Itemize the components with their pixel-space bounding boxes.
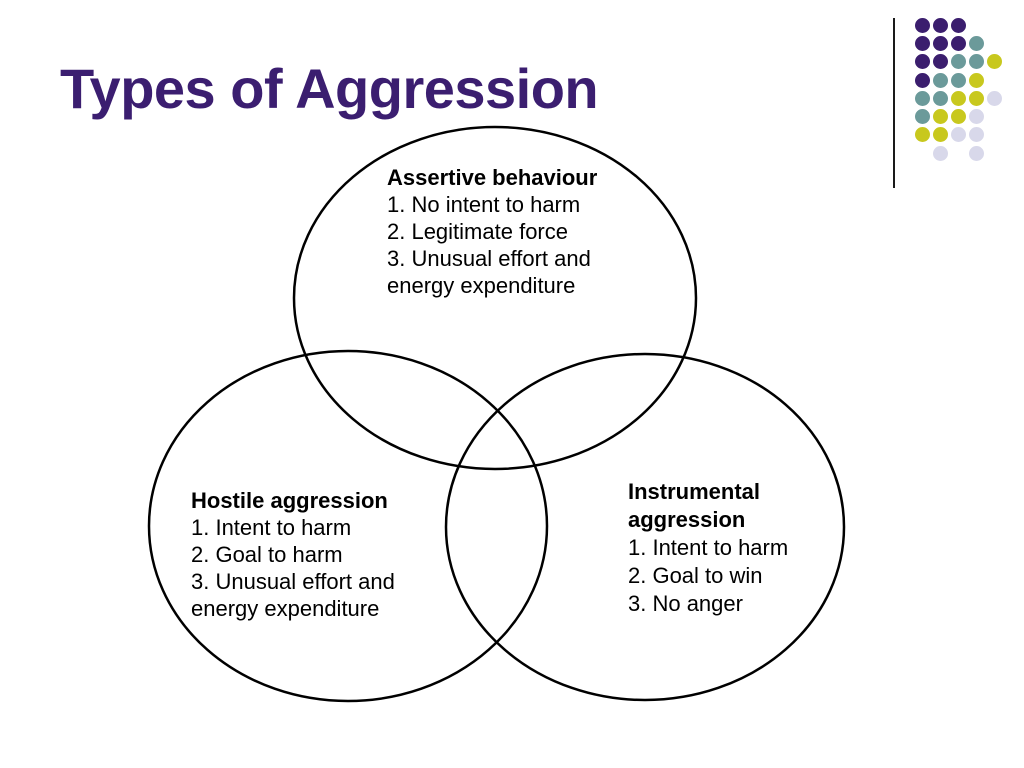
dot-lavender bbox=[968, 127, 984, 143]
dot-purple bbox=[950, 35, 966, 51]
hostile-line-2: 2. Goal to harm bbox=[191, 542, 343, 567]
dot-purple bbox=[932, 35, 948, 51]
dot-teal bbox=[932, 72, 948, 88]
dot-lavender bbox=[932, 145, 948, 161]
hostile-line-1: 1. Intent to harm bbox=[191, 515, 352, 540]
assertive-line-1: 1. No intent to harm bbox=[387, 192, 581, 217]
instrumental-line-3: 3. No anger bbox=[628, 591, 743, 616]
instrumental-line-2: 2. Goal to win bbox=[628, 563, 763, 588]
assertive-text-block: Assertive behaviour 1. No intent to harm… bbox=[387, 164, 632, 299]
dot-purple bbox=[914, 17, 930, 33]
assertive-line-2: 2. Legitimate force bbox=[387, 219, 568, 244]
dots-decoration bbox=[880, 0, 1024, 200]
dots-grid bbox=[913, 16, 1003, 162]
dot-purple bbox=[932, 17, 948, 33]
assertive-line-3: 3. Unusual effort and bbox=[387, 246, 591, 271]
dot-teal bbox=[950, 54, 966, 70]
dot-purple bbox=[914, 72, 930, 88]
hostile-line-3: 3. Unusual effort and bbox=[191, 569, 395, 594]
assertive-line-4: energy expenditure bbox=[387, 273, 576, 298]
dot-lavender bbox=[968, 109, 984, 125]
instrumental-circle bbox=[444, 352, 846, 702]
dot-lavender bbox=[986, 90, 1002, 106]
instrumental-line-1: 1. Intent to harm bbox=[628, 535, 789, 560]
dot-teal bbox=[950, 72, 966, 88]
dot-teal bbox=[914, 109, 930, 125]
dot-teal bbox=[932, 90, 948, 106]
dot-purple bbox=[950, 17, 966, 33]
dot-yellow bbox=[968, 72, 984, 88]
page-title: Types of Aggression bbox=[60, 57, 599, 120]
assertive-title: Assertive behaviour bbox=[387, 165, 598, 190]
dot-yellow bbox=[950, 90, 966, 106]
dot-purple bbox=[914, 54, 930, 70]
dot-yellow bbox=[986, 54, 1002, 70]
dot-yellow bbox=[932, 127, 948, 143]
dot-yellow bbox=[968, 90, 984, 106]
dot-lavender bbox=[968, 145, 984, 161]
dot-purple bbox=[932, 54, 948, 70]
dot-yellow bbox=[914, 127, 930, 143]
hostile-title: Hostile aggression bbox=[191, 488, 388, 513]
dot-teal bbox=[968, 54, 984, 70]
dot-yellow bbox=[932, 109, 948, 125]
dot-lavender bbox=[950, 127, 966, 143]
assertive-circle bbox=[292, 125, 698, 471]
hostile-text-block: Hostile aggression 1. Intent to harm 2. … bbox=[191, 487, 436, 622]
dot-teal bbox=[968, 35, 984, 51]
hostile-line-4: energy expenditure bbox=[191, 596, 380, 621]
dot-teal bbox=[914, 90, 930, 106]
hostile-circle bbox=[147, 349, 549, 703]
vertical-rule bbox=[893, 18, 895, 188]
instrumental-title: Instrumental aggression bbox=[628, 479, 761, 532]
instrumental-text-block: Instrumental aggression 1. Intent to har… bbox=[628, 478, 828, 618]
dot-purple bbox=[914, 35, 930, 51]
dot-yellow bbox=[950, 109, 966, 125]
